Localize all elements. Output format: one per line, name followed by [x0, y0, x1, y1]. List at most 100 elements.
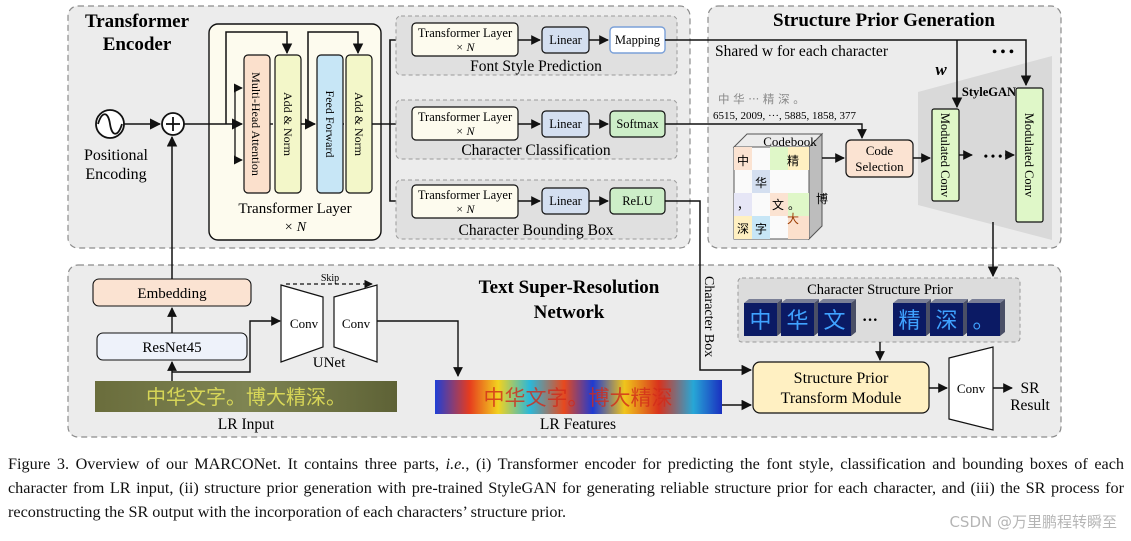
code-selection-label-2: Selection — [855, 159, 904, 174]
prior-title: Structure Prior Generation — [773, 10, 995, 31]
prior-tile-side — [926, 299, 931, 336]
feed-forward-label: Feed Forward — [323, 91, 337, 158]
prior-tile — [744, 303, 777, 336]
positional-label-1: Positional — [84, 147, 149, 164]
softmax-label: Softmax — [616, 117, 659, 131]
prior-tile-side — [777, 299, 782, 336]
prior-tile-char: 文 — [823, 309, 845, 334]
head2-transformer-label: Transformer Layer — [418, 110, 513, 124]
relu-label: ReLU — [622, 194, 653, 208]
font-style-title: Font Style Prediction — [470, 58, 602, 75]
prior-tile-side — [1000, 299, 1005, 336]
modulated-conv-label-1: Modulated Conv — [938, 113, 952, 198]
prior-tile-top — [781, 299, 819, 303]
sr-title-2: Network — [534, 302, 605, 323]
prior-tile-side — [851, 299, 856, 336]
unet-label: UNet — [313, 355, 346, 371]
multi-head-attention-label: Multi-Head Attention — [249, 72, 263, 176]
unet-decoder-shape — [333, 284, 378, 363]
codebook-label: Codebook — [763, 134, 817, 149]
transform-module-label-2: Transform Module — [781, 390, 902, 407]
lr-features-image — [435, 380, 722, 414]
prior-tile — [893, 303, 926, 336]
encoder-title-1: Transformer — [85, 11, 190, 32]
indices-line: 6515, 2009, ···, 5885, 1858, 377 — [713, 110, 856, 122]
codebook-cell-5: 文 — [772, 197, 784, 212]
unet-conv-left: Conv — [290, 316, 319, 331]
output-conv-shape — [948, 346, 994, 431]
head2-linear-label: Linear — [549, 117, 582, 131]
unet-encoder-shape — [280, 284, 324, 363]
prior-tile-top — [744, 299, 782, 303]
prior-tile — [818, 303, 851, 336]
lr-features-text: 中华文字。博大精深 — [484, 386, 673, 410]
lr-input-image — [95, 381, 397, 412]
output-conv-label: Conv — [957, 381, 986, 396]
unet-conv-right: Conv — [342, 316, 371, 331]
watermark: CSDN @万里鹏程转瞬至 — [949, 513, 1117, 531]
codebook-cell-6: 。 — [788, 198, 800, 212]
prior-tile-top — [893, 299, 931, 303]
head3-transformer-repeat: × N — [455, 202, 475, 216]
char-box-label: Character Box — [701, 276, 716, 357]
caption-post: , (i) Transformer encoder for predicting… — [8, 455, 1125, 521]
prior-tile-side — [814, 299, 819, 336]
encoder-title-2: Encoder — [103, 34, 172, 55]
code-selection-label-1: Code — [866, 143, 894, 158]
prior-tile-char: 华 — [786, 309, 808, 334]
prior-tile-side — [963, 299, 968, 336]
lr-features-label: LR Features — [540, 416, 616, 433]
figure-caption: Figure 3. Overview of our MARCONet. It c… — [8, 452, 1124, 524]
codebook-cell-3: 华 — [755, 176, 767, 190]
prior-tile-char: 。 — [972, 309, 994, 334]
prior-tile — [930, 303, 963, 336]
lr-input-label: LR Input — [218, 416, 275, 433]
prior-tiles-dots: ··· — [862, 312, 878, 329]
modulated-dots: • • • — [984, 149, 1003, 163]
caption-pre: Figure 3. Overview of our MARCONet. It c… — [8, 455, 446, 473]
mapping-label: Mapping — [615, 33, 661, 47]
codebook-cube — [732, 132, 824, 241]
add-norm-label-1: Add & Norm — [281, 92, 295, 157]
prior-tile-top — [967, 299, 1005, 303]
add-norm-label-2: Add & Norm — [352, 92, 366, 157]
modulated-conv-box-2 — [1015, 87, 1044, 223]
positional-label-2: Encoding — [85, 166, 146, 183]
prior-tile-char: 中 — [749, 309, 771, 334]
embedding-label: Embedding — [137, 286, 207, 302]
head1-linear-label: Linear — [549, 33, 582, 47]
prior-tile-top — [930, 299, 968, 303]
chars-line: 中 华 ··· 精 深 。 — [718, 92, 805, 106]
prior-tile-char: 深 — [935, 309, 957, 334]
shared-w-label: Shared w for each character — [715, 43, 889, 60]
codebook-cell-8: 大 — [787, 212, 799, 226]
structure-prior-tiles: 中华文 精深。 ··· — [744, 299, 1005, 336]
prior-tile — [781, 303, 814, 336]
sine-icon — [95, 109, 125, 139]
char-class-title: Character Classification — [461, 142, 611, 159]
codebook-cell-1: 中 — [737, 153, 749, 168]
codebook-cell-10: 字 — [755, 221, 767, 236]
structure-prior-title: Character Structure Prior — [807, 282, 953, 298]
modulated-conv-label-2: Modulated Conv — [1022, 113, 1036, 198]
head1-transformer-repeat: × N — [455, 40, 475, 54]
transformer-layer-label: Transformer Layer — [238, 201, 351, 217]
add-icon — [161, 112, 185, 136]
caption-ie: i.e. — [445, 455, 466, 473]
codebook-cell-4: ， — [737, 198, 749, 212]
prior-tile-char: 精 — [898, 309, 920, 334]
head2-transformer-repeat: × N — [455, 124, 475, 138]
codebook-cell-9: 深 — [737, 222, 749, 236]
ellipsis-top: • • • — [992, 45, 1014, 60]
w-symbol: w — [935, 60, 947, 79]
stylegan-label: StyleGAN — [962, 85, 1016, 99]
resnet-label: ResNet45 — [142, 340, 201, 356]
head3-linear-label: Linear — [549, 194, 582, 208]
head3-transformer-label: Transformer Layer — [418, 188, 513, 202]
sr-result-label-1: SR — [1021, 380, 1041, 397]
codebook-cell-7: 博 — [816, 191, 828, 206]
head1-transformer-label: Transformer Layer — [418, 26, 513, 40]
codebook-cell-2: 精 — [787, 154, 799, 168]
prior-tile-top — [818, 299, 856, 303]
transformer-layer-repeat: × N — [284, 220, 307, 235]
